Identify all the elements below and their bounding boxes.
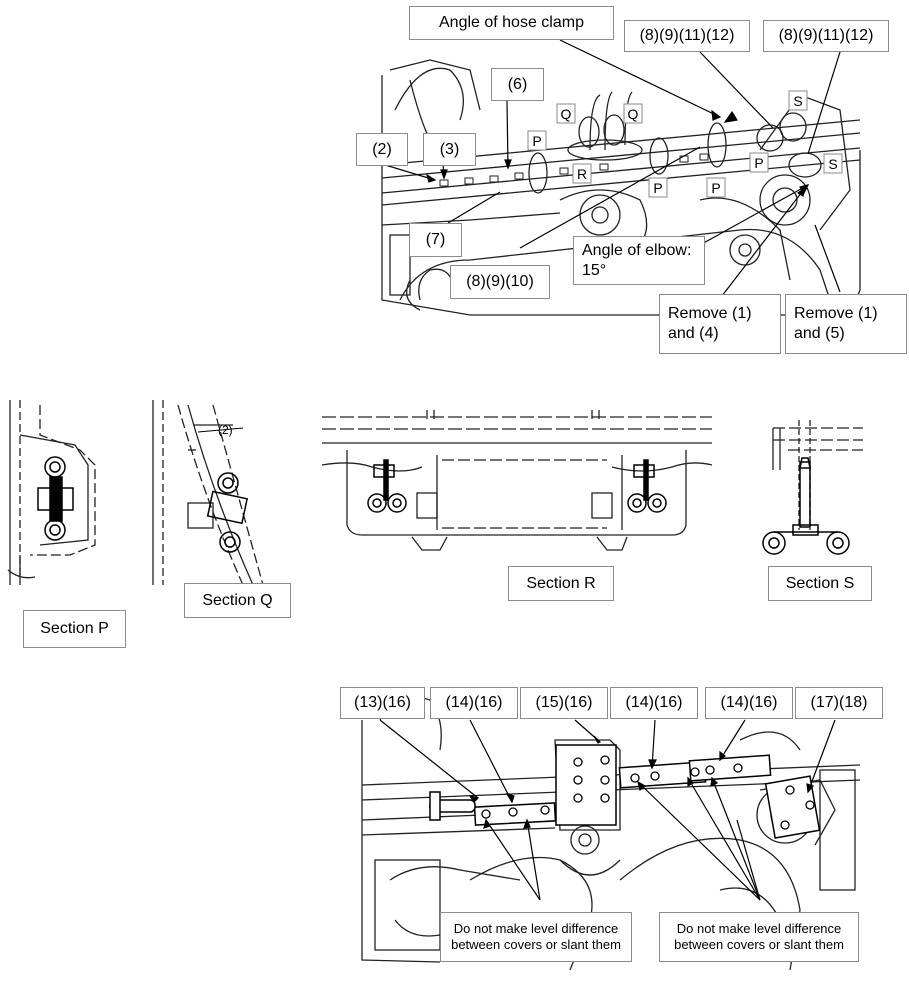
mark-q-2: Q xyxy=(628,106,639,122)
note-level-difference-right: Do not make level difference between cov… xyxy=(659,912,859,962)
section-s-drawing xyxy=(762,420,863,555)
label-section-q: Section Q xyxy=(184,583,291,618)
callout-14-16-left: (14)(16) xyxy=(430,687,518,719)
callout-2: (2) xyxy=(356,133,408,166)
callout-angle-hose-clamp: Angle of hose clamp xyxy=(409,6,614,40)
bottom-assembly-drawing xyxy=(361,696,861,971)
section-r-drawing xyxy=(322,410,713,551)
callout-8-9-11-12-left: (8)(9)(11)(12) xyxy=(624,20,750,52)
label-section-p: Section P xyxy=(23,610,126,648)
callout-14-16-middle: (14)(16) xyxy=(610,687,698,719)
callout-15-16: (15)(16) xyxy=(520,687,608,719)
mark-p-3: P xyxy=(711,180,720,196)
label-section-r: Section R xyxy=(508,566,614,601)
section-q-drawing: (2) xyxy=(152,400,264,586)
mark-q-1: Q xyxy=(561,106,572,122)
callout-7: (7) xyxy=(409,223,462,257)
angle-elbow-label: Angle of elbow: xyxy=(582,241,692,259)
mark-s-1: S xyxy=(793,93,802,109)
callout-3: (3) xyxy=(423,133,476,166)
callout-remove-1-4: Remove (1) and (4) xyxy=(659,294,781,354)
callout-17-18: (17)(18) xyxy=(795,687,883,719)
callout-6: (6) xyxy=(491,68,544,101)
mark-s-2: S xyxy=(828,156,837,172)
label-section-s: Section S xyxy=(768,566,872,601)
callout-13-16: (13)(16) xyxy=(340,687,425,719)
mark-r: R xyxy=(577,166,587,182)
callout-8-9-11-12-right: (8)(9)(11)(12) xyxy=(763,20,889,52)
callout-14-16-right: (14)(16) xyxy=(705,687,793,719)
section-p-drawing xyxy=(7,400,96,585)
mark-p-2: P xyxy=(653,180,662,196)
callout-remove-1-5: Remove (1) and (5) xyxy=(785,294,907,354)
note-level-difference-left: Do not make level difference between cov… xyxy=(440,912,632,962)
callout-angle-of-elbow: Angle of elbow: 15° xyxy=(573,236,705,285)
mark-p-4: P xyxy=(754,155,763,171)
mark-p-1: P xyxy=(532,133,541,149)
callout-8-9-10: (8)(9)(10) xyxy=(450,265,550,299)
angle-elbow-value: 15° xyxy=(582,261,607,279)
